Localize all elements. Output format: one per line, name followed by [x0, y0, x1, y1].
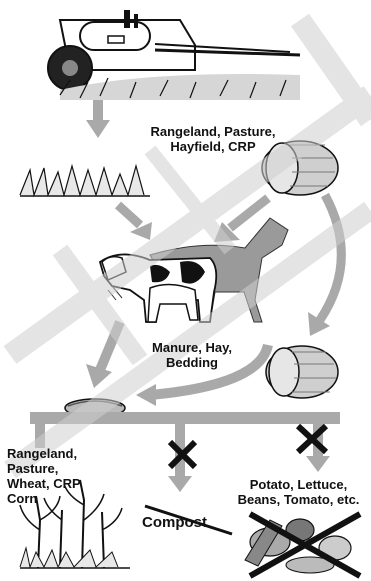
manure-line-1: Manure, Hay, [132, 340, 252, 355]
vegetables-line-2: Beans, Tomato, etc. [226, 492, 371, 507]
manure-line-2: Bedding [132, 355, 252, 370]
sprayer-tractor-illustration [48, 10, 300, 100]
livestock-illustration [100, 218, 288, 322]
vegetables-illustration [245, 514, 360, 576]
crops-left-line-1: Rangeland, [7, 446, 97, 461]
manure-label: Manure, Hay, Bedding [132, 340, 252, 370]
compost-label: Compost [142, 514, 207, 531]
crops-left-line-2: Pasture, [7, 461, 97, 476]
vegetables-label: Potato, Lettuce, Beans, Tomato, etc. [226, 477, 371, 507]
grass-illustration [20, 166, 150, 196]
rangeland-top-line-2: Hayfield, CRP [118, 139, 308, 154]
rangeland-top-label: Rangeland, Pasture, Hayfield, CRP [118, 124, 308, 154]
crops-left-line-3: Wheat, CRP [7, 476, 97, 491]
vegetables-line-1: Potato, Lettuce, [226, 477, 371, 492]
crops-left-line-4: Corn [7, 491, 97, 506]
arrow-down-1 [86, 100, 110, 138]
hay-bale-bottom [266, 346, 338, 398]
rangeland-top-line-1: Rangeland, Pasture, [118, 124, 308, 139]
crops-left-label: Rangeland, Pasture, Wheat, CRP Corn [7, 446, 97, 506]
